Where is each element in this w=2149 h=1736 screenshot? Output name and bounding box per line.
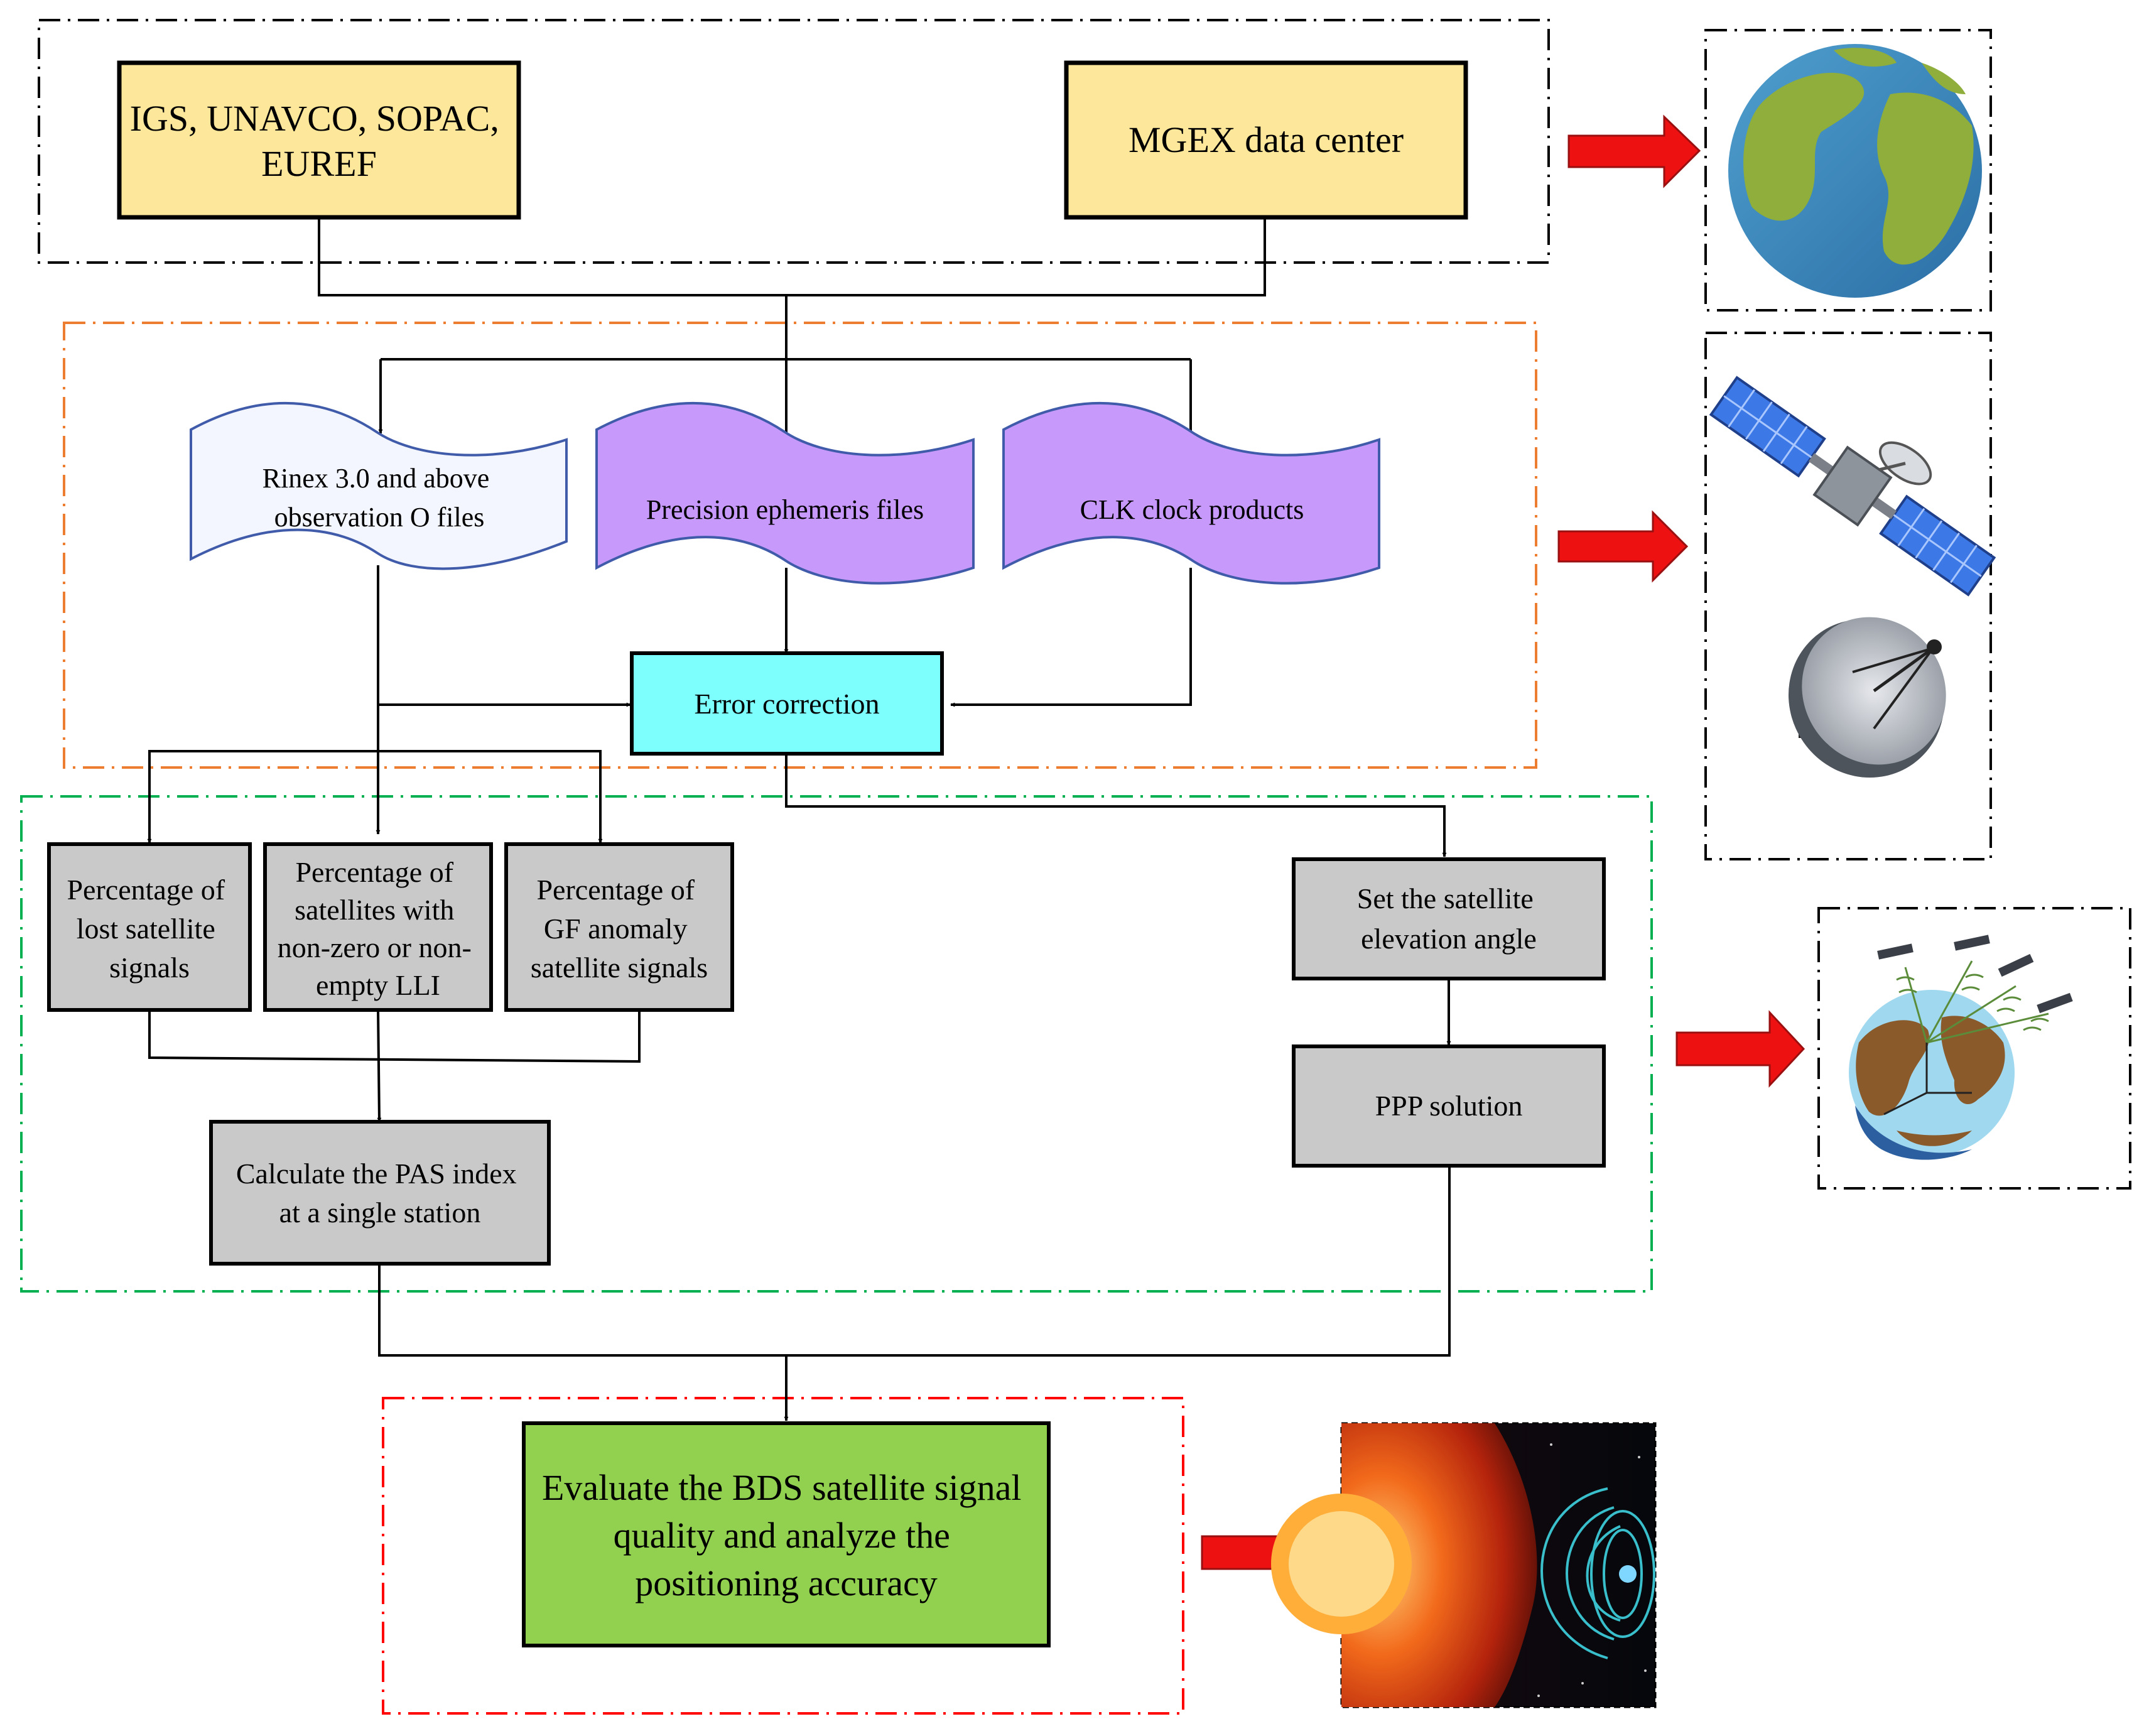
connectors-metrics (148, 1009, 641, 1122)
gf-anomaly-label: Percentage of GF anomaly satellite signa… (531, 874, 708, 984)
ppp-solution-label: PPP solution (1375, 1090, 1523, 1122)
final-evaluation-box: Evaluate the BDS satellite signal qualit… (522, 1421, 1051, 1647)
clk-file-label: CLK clock products (1080, 494, 1304, 525)
rinex-file-label: Rinex 3.0 and above observation O files (263, 463, 497, 533)
igs-source-label: IGS, UNAVCO, SOPAC, EUREF (130, 98, 509, 184)
earth-satellites-icon (1849, 935, 2073, 1160)
error-correction-label: Error correction (694, 688, 879, 720)
error-correction-box: Error correction (630, 651, 944, 756)
mgex-source-label: MGEX data center (1129, 119, 1404, 160)
mgex-source-box: MGEX data center (1064, 60, 1468, 220)
frame-quality-indices (20, 795, 1653, 1293)
red-arrows (1201, 114, 1805, 1590)
frame-data-sources (38, 19, 1550, 264)
final-evaluation-label: Evaluate the BDS satellite signal qualit… (542, 1467, 1031, 1603)
lli-percentage-box: Percentage of satellites with non-zero o… (263, 842, 493, 1012)
satellite-dish-icon (1788, 617, 1946, 778)
frame-data-files (63, 322, 1537, 769)
red-arrow-2 (1557, 510, 1689, 583)
frame-satellite-icons (1704, 332, 1992, 860)
sun-magnetosphere-image (1271, 1422, 1657, 1708)
rinex-file-shape: Rinex 3.0 and above observation O files (190, 401, 568, 570)
connectors-sources (318, 217, 1266, 452)
lost-signals-box: Percentage of lost satellite signals (47, 842, 252, 1012)
frame-earth-icon (1704, 29, 1992, 312)
lost-signals-label: Percentage of lost satellite signals (67, 874, 232, 984)
gf-anomaly-box: Percentage of GF anomaly satellite signa… (504, 842, 734, 1012)
ephemeris-file-label: Precision ephemeris files (646, 494, 924, 525)
red-arrow-1 (1567, 114, 1701, 188)
pas-index-label: Calculate the PAS index at a single stat… (236, 1158, 524, 1229)
satellite-icon (1709, 376, 1996, 597)
earth-globe-icon (1728, 44, 1982, 298)
elevation-angle-box: Set the satellite elevation angle (1292, 857, 1606, 980)
ephemeris-file-shape: Precision ephemeris files (595, 401, 975, 585)
ppp-solution-box: PPP solution (1292, 1044, 1606, 1168)
clk-file-shape: CLK clock products (1002, 401, 1380, 585)
lli-percentage-label: Percentage of satellites with non-zero o… (278, 856, 479, 1001)
frame-evaluation (382, 1397, 1184, 1715)
red-arrow-3 (1675, 1010, 1805, 1088)
frame-earth-satellites-icon (1817, 907, 2131, 1190)
pas-index-box: Calculate the PAS index at a single stat… (209, 1120, 551, 1266)
connectors-final (378, 1166, 1451, 1421)
elevation-angle-label: Set the satellite elevation angle (1357, 882, 1541, 955)
igs-source-box: IGS, UNAVCO, SOPAC, EUREF (117, 60, 521, 220)
connectors-files (147, 565, 1447, 857)
